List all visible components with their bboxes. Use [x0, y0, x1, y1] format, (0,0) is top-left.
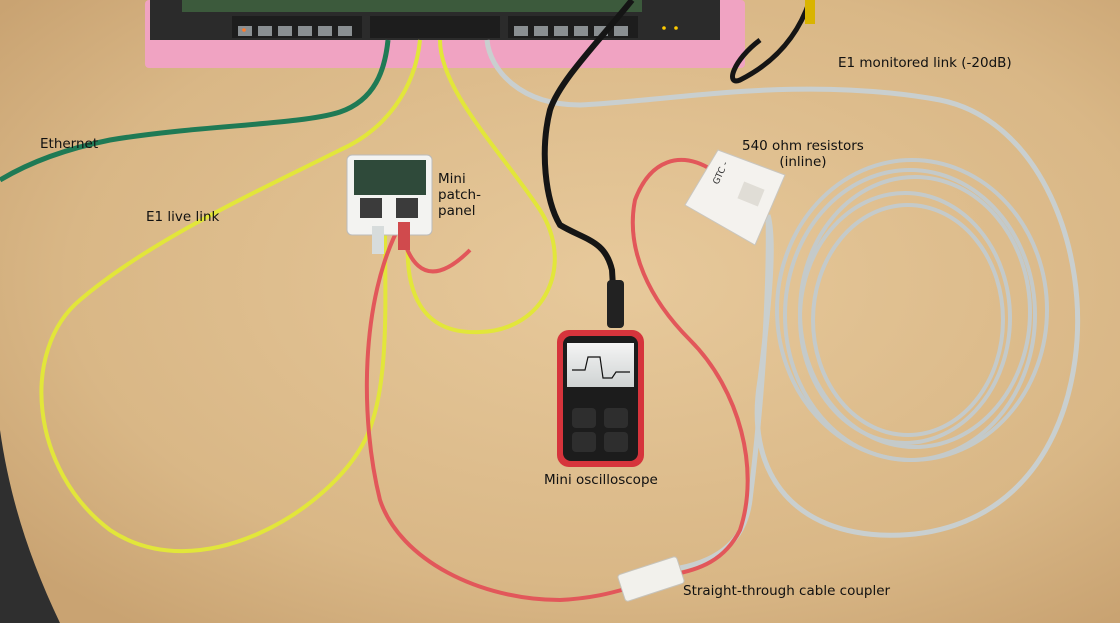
label-mini-oscilloscope: Mini oscilloscope [544, 472, 658, 488]
scope-waveform [572, 356, 630, 379]
black-cable-top [730, 0, 813, 84]
label-e1-monitored-link: E1 monitored link (-20dB) [838, 55, 1012, 71]
mini-oscilloscope-device [557, 330, 644, 467]
resistor-box: GTC - [684, 149, 786, 246]
label-ethernet: Ethernet [40, 136, 99, 152]
black-probe-cable [541, 0, 635, 321]
ethernet-cable [0, 39, 391, 183]
probe-connector [607, 280, 624, 328]
rack-switch [150, 0, 720, 40]
scope-screen [567, 343, 634, 387]
label-resistors: 540 ohm resistors (inline) [742, 138, 864, 170]
mini-patch-panel [346, 154, 433, 236]
patch-plug-grey [372, 226, 384, 254]
yellow-connector [805, 0, 815, 24]
cable-coupler [617, 556, 685, 602]
grey-coupler-cable [679, 214, 771, 571]
yellow-live-cable-right [405, 39, 557, 335]
patch-plug-red [398, 222, 410, 250]
label-e1-live-link: E1 live link [146, 209, 220, 225]
grey-cable-coil [775, 158, 1049, 462]
label-mini-patch-panel: Mini patch- panel [438, 171, 481, 219]
label-cable-coupler: Straight-through cable coupler [683, 583, 891, 599]
